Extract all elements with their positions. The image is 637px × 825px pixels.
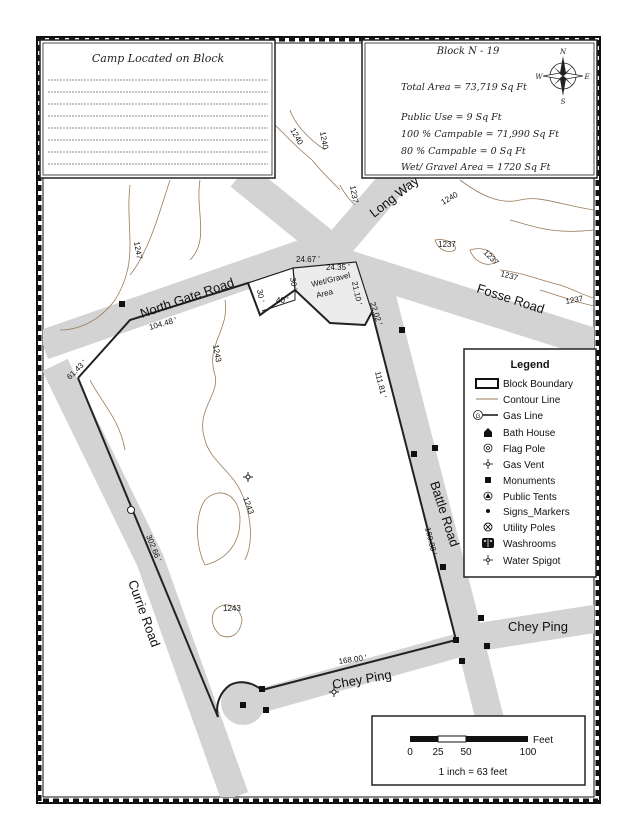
legend-label-bath-house: Bath House: [503, 428, 556, 439]
dimension-label: 30 ': [288, 277, 299, 291]
map-frame-dashes: [36, 36, 601, 804]
block-public-use: Public Use = 9 Sq Ft: [400, 112, 502, 123]
scale-segment: [466, 736, 528, 742]
legend-label-flag-pole: Flag Pole: [503, 444, 546, 455]
contour-label: 1240: [318, 131, 330, 151]
dimension-label: 30 ': [255, 289, 266, 303]
scale-tick: 100: [520, 747, 537, 758]
compass-rose-icon: N S E W: [535, 48, 589, 106]
bath-house-icon: [484, 428, 492, 437]
monument-icon: [459, 658, 465, 664]
contour-label: 1237: [565, 294, 585, 306]
block-wet-gravel: Wet/ Gravel Area = 1720 Sq Ft: [401, 162, 551, 173]
monument-icon: [399, 327, 405, 333]
monument-icon: [263, 707, 269, 713]
scale-tick: 50: [460, 747, 472, 758]
sign-marker-icon: [486, 509, 490, 513]
contour-label: 1243: [211, 344, 223, 364]
monuments: [119, 301, 490, 713]
dimension-label: 40 ': [276, 296, 289, 305]
legend-label-washrooms: Washrooms: [503, 539, 556, 550]
legend-label-utility-poles: Utility Poles: [503, 523, 555, 534]
contour-label: 1247: [132, 241, 144, 261]
monument-icon: [411, 451, 417, 457]
block-boundary-west: [77, 377, 219, 718]
monument-icon: [240, 702, 246, 708]
block-title: Block N - 19: [436, 46, 500, 57]
contour-label: 1243: [223, 604, 241, 613]
currie-road: [43, 358, 249, 797]
monument-icon: [485, 477, 491, 483]
scale-segment: [410, 736, 438, 742]
legend-label-monuments: Monuments: [503, 476, 555, 487]
gas-vent-icon: [483, 459, 493, 469]
water-spigot-icon: [483, 555, 493, 565]
block-info-box: Block N - 19 Total Area = 73,719 Sq Ft P…: [361, 39, 598, 179]
compass-w: W: [535, 73, 543, 81]
legend-label-contour-line: Contour Line: [503, 395, 561, 406]
contour-label: 1237: [438, 240, 456, 249]
road-label-chey-ping-east: Chey Ping: [508, 619, 568, 634]
monument-icon: [484, 643, 490, 649]
monument-icon: [432, 445, 438, 451]
structure-plot-inner: [261, 290, 296, 312]
flag-pole-icon: [127, 506, 135, 514]
gas-line-icon: G: [473, 410, 498, 420]
flag-pole-icon: [483, 443, 493, 453]
utility-pole-icon: [483, 522, 493, 532]
legend-label-signs-markers: Signs_Markers: [503, 507, 570, 518]
monument-icon: [440, 564, 446, 570]
north-gate-road: [43, 230, 335, 360]
gas-line-symbol: G: [476, 414, 481, 420]
legend-label-block-boundary: Block Boundary: [503, 379, 573, 390]
contour-lines: [59, 44, 594, 638]
block-campable-100: 100 % Campable = 71,990 Sq Ft: [401, 129, 559, 140]
scale-segment: [437, 735, 467, 743]
chey-ping-east-road: [457, 604, 594, 654]
compass-e: E: [583, 73, 589, 81]
monument-icon: [119, 301, 125, 307]
scale-unit: Feet: [533, 735, 553, 746]
block-boundary: [77, 281, 458, 691]
chey-ping-south-road: [241, 633, 464, 717]
dimension-label: 24.67 ': [296, 255, 320, 264]
dimension-label: 168.00 ': [338, 653, 368, 666]
dimension-label: 24.35 ': [326, 263, 350, 272]
compass-s: S: [561, 98, 566, 106]
legend-label-public-tents: Public Tents: [503, 492, 557, 503]
monument-icon: [478, 615, 484, 621]
compass-n: N: [559, 48, 567, 56]
legend-title: Legend: [510, 359, 549, 371]
scale-note: 1 inch = 63 feet: [439, 767, 508, 778]
contour-label: 1237: [348, 185, 360, 205]
block-boundary-culdesac: [216, 681, 263, 718]
camp-box-title: Camp Located on Block: [92, 52, 225, 65]
legend-label-water-spigot: Water Spigot: [503, 556, 561, 567]
legend-label-gas-vent: Gas Vent: [503, 460, 544, 471]
monument-icon: [259, 686, 265, 692]
camp-box: Camp Located on Block: [39, 39, 276, 179]
scale-tick: 25: [432, 747, 444, 758]
camp-box-lines: [48, 79, 268, 165]
public-tent-icon: [483, 491, 493, 501]
wet-area-label-line2: Area: [315, 287, 334, 300]
monument-icon: [453, 637, 459, 643]
scale-tick: 0: [407, 747, 413, 758]
washroom-icon: [482, 538, 494, 548]
scale-bar-box: Feet 0 25 50 100 1 inch = 63 feet: [371, 715, 586, 786]
block-campable-80: 80 % Campable = 0 Sq Ft: [401, 146, 526, 157]
block-total-area: Total Area = 73,719 Sq Ft: [401, 82, 527, 93]
block-boundary-icon: [475, 378, 499, 389]
legend-box: Legend G: [463, 348, 597, 578]
water-spigot-icon: [329, 687, 339, 697]
legend-label-gas-line: Gas Line: [503, 411, 543, 422]
water-spigot-icon: [243, 472, 253, 482]
